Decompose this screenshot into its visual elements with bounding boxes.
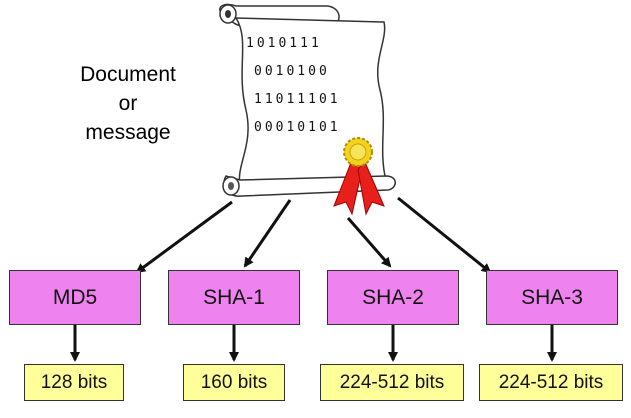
sha2-box: SHA-2 [327, 270, 459, 325]
arrow-to-md5 [135, 200, 233, 274]
sha3-output-box: 224-512 bits [479, 364, 623, 401]
arrow-to-sha1 [243, 199, 292, 268]
md5-output-box: 128 bits [24, 364, 124, 401]
arrow-to-sha2 [346, 217, 392, 268]
sha2-output-box: 224-512 bits [320, 364, 464, 401]
caption-line-2: or [118, 92, 138, 115]
binary-line-2: 0010100 [254, 64, 330, 79]
md5-box: MD5 [9, 270, 141, 325]
seal-ribbon [333, 158, 385, 216]
binary-line-3: 11011101 [254, 92, 341, 107]
caption-line-3: message [85, 121, 171, 144]
sha1-box: SHA-1 [168, 270, 300, 325]
sha1-output-box: 160 bits [183, 364, 285, 401]
binary-line-1: 1010111 [246, 36, 322, 51]
seal-icon [343, 137, 373, 167]
document-caption: Document or message [58, 60, 198, 147]
arrow-to-sha3 [397, 196, 492, 274]
sha3-box: SHA-3 [486, 270, 618, 325]
caption-line-1: Document [80, 63, 176, 86]
binary-line-4: 00010101 [254, 120, 341, 135]
